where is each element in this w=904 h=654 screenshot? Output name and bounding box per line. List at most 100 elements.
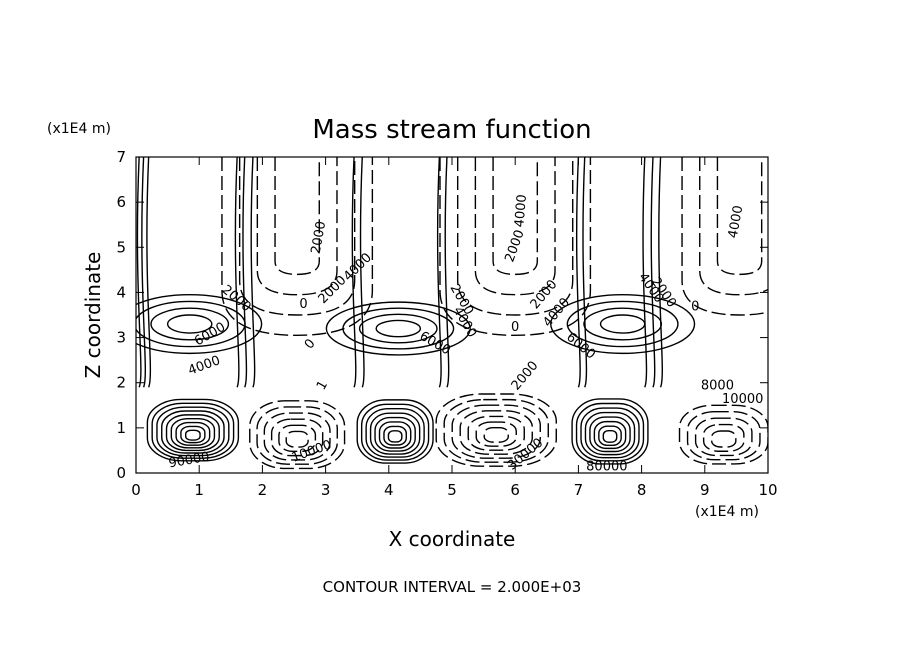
contour-ring	[356, 399, 434, 464]
contour-ring	[175, 421, 211, 446]
contour-ring	[365, 408, 425, 458]
contour-ring	[325, 301, 471, 356]
contour-label: 0	[511, 320, 519, 335]
contour-ring	[710, 430, 737, 448]
contour-ring	[256, 406, 338, 465]
contour-label: 1	[314, 378, 331, 393]
y-tick-label: 0	[116, 464, 126, 482]
contour-ring	[451, 404, 541, 459]
x-unit-label: (x1E4 m)	[695, 504, 759, 520]
contour-line	[436, 157, 442, 388]
x-tick-label: 9	[700, 481, 710, 499]
x-axis-label: X coordinate	[389, 527, 516, 551]
contour-ring	[686, 411, 761, 461]
contour-label: 2000	[502, 228, 527, 264]
x-tick-label: 4	[384, 481, 394, 499]
contour-ring	[378, 421, 412, 449]
contour-line	[146, 157, 152, 388]
contour-ring	[694, 417, 753, 457]
contour-label: 30000	[505, 435, 546, 473]
contour-label: 10000	[290, 438, 334, 466]
contour-ring	[270, 418, 324, 457]
contour-ring	[369, 412, 421, 455]
contour-line	[274, 157, 320, 276]
contour-line	[642, 157, 648, 388]
contour-ring	[285, 430, 309, 448]
x-tick-label: 6	[510, 481, 520, 499]
y-axis-label: Z coordinate	[81, 252, 105, 379]
contour-ring	[263, 412, 331, 461]
y-tick-label: 1	[116, 419, 126, 437]
contour-label: 80000	[586, 460, 627, 475]
contour-line	[238, 157, 356, 316]
contour-line	[250, 157, 256, 388]
contour-line	[221, 157, 374, 337]
y-tick-label: 2	[116, 374, 126, 392]
contour-line	[658, 157, 663, 388]
contour-ring	[702, 423, 745, 452]
chart-title: Mass stream function	[312, 115, 591, 145]
contour-ring	[150, 307, 230, 341]
y-tick-label: 5	[116, 238, 126, 256]
contour-ring	[383, 425, 407, 446]
contour-ring	[387, 430, 403, 443]
contour-line	[439, 157, 592, 337]
contour-ring	[151, 402, 235, 459]
contour-line	[256, 157, 338, 296]
contour-line	[474, 157, 556, 296]
y-tick-label: 7	[116, 148, 126, 166]
contour-ring	[136, 293, 263, 355]
contour-lines	[136, 157, 768, 470]
y-tick-label: 4	[116, 283, 126, 301]
contour-label: 90000	[167, 450, 210, 472]
contour-ring	[475, 421, 517, 447]
contour-ring	[156, 406, 230, 457]
contour-ring	[467, 415, 525, 451]
contour-ring	[443, 398, 549, 463]
contour-ring	[180, 425, 206, 444]
x-tick-label: 7	[574, 481, 584, 499]
contour-line	[456, 157, 574, 316]
contour-ring	[593, 420, 627, 450]
contour-label: 0	[299, 297, 307, 312]
contour-ring	[598, 425, 622, 446]
contour-label: 2000	[309, 220, 330, 255]
contour-ring	[358, 313, 438, 344]
contour-interval-note: CONTOUR INTERVAL = 2.000E+03	[323, 578, 582, 596]
contour-ring	[575, 402, 645, 462]
contour-line	[716, 157, 763, 276]
contour-label: 4000	[186, 353, 222, 378]
contour-ring	[374, 416, 416, 452]
contour-ring	[580, 407, 640, 459]
contour-ring	[375, 319, 422, 338]
x-tick-label: 0	[131, 481, 141, 499]
contour-ring	[571, 398, 649, 465]
contour-ring	[678, 404, 768, 465]
contour-ring	[459, 410, 533, 455]
contour-ring	[166, 314, 213, 334]
contour-label: 4000	[341, 250, 375, 284]
contour-ring	[435, 393, 557, 467]
contour-line	[582, 157, 588, 388]
contour-label: 0	[691, 299, 699, 314]
contour-ring	[599, 314, 646, 334]
contour-label: 4000	[726, 204, 747, 239]
contour-line	[234, 157, 240, 388]
contour-ring	[165, 414, 220, 452]
contour-line	[681, 157, 768, 316]
y-tick-label: 3	[116, 329, 126, 347]
contour-line	[141, 157, 146, 388]
contour-label: 2000	[509, 358, 542, 393]
contour-ring	[583, 307, 663, 341]
x-tick-label: 5	[447, 481, 457, 499]
x-tick-label: 1	[194, 481, 204, 499]
contour-line	[359, 157, 365, 388]
contour-ring	[566, 300, 679, 348]
contour-label: 8000	[701, 378, 734, 393]
contour-ring	[584, 411, 636, 456]
y-unit-label: (x1E4 m)	[47, 121, 111, 137]
contour-ring	[170, 418, 216, 449]
contour-line	[136, 157, 142, 388]
contour-ring	[249, 400, 346, 470]
